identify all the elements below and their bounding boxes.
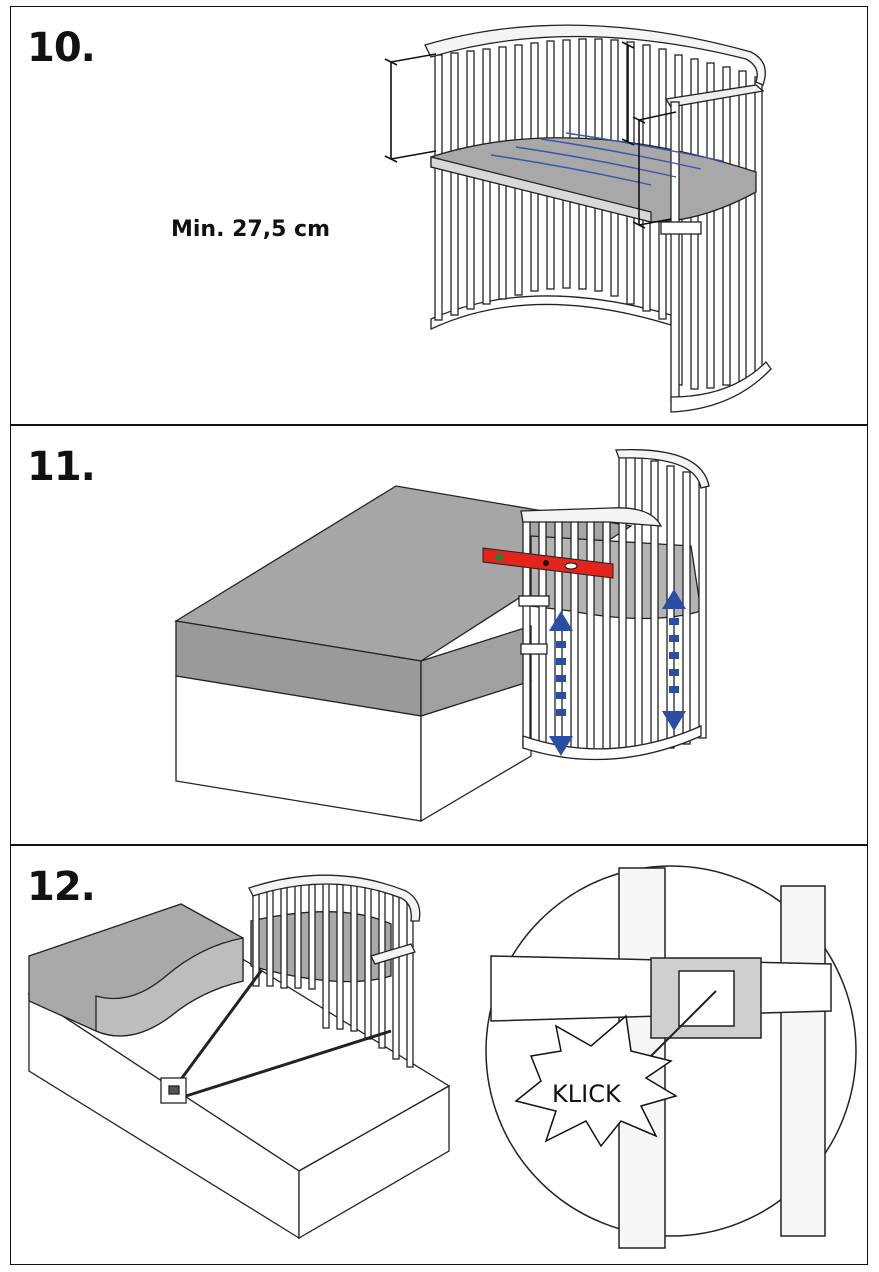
step-12-panel: 12. (10, 845, 868, 1265)
strap-illustration: KLICK (11, 846, 868, 1265)
klick-callout: KLICK (552, 1080, 622, 1108)
step-11-panel: 11. (10, 425, 868, 845)
buckle-zoom: KLICK (486, 866, 856, 1248)
bed-level-illustration (11, 426, 868, 845)
crib-illustration (11, 7, 868, 425)
step-10-panel: 10. Min. 27,5 cm (10, 6, 868, 425)
